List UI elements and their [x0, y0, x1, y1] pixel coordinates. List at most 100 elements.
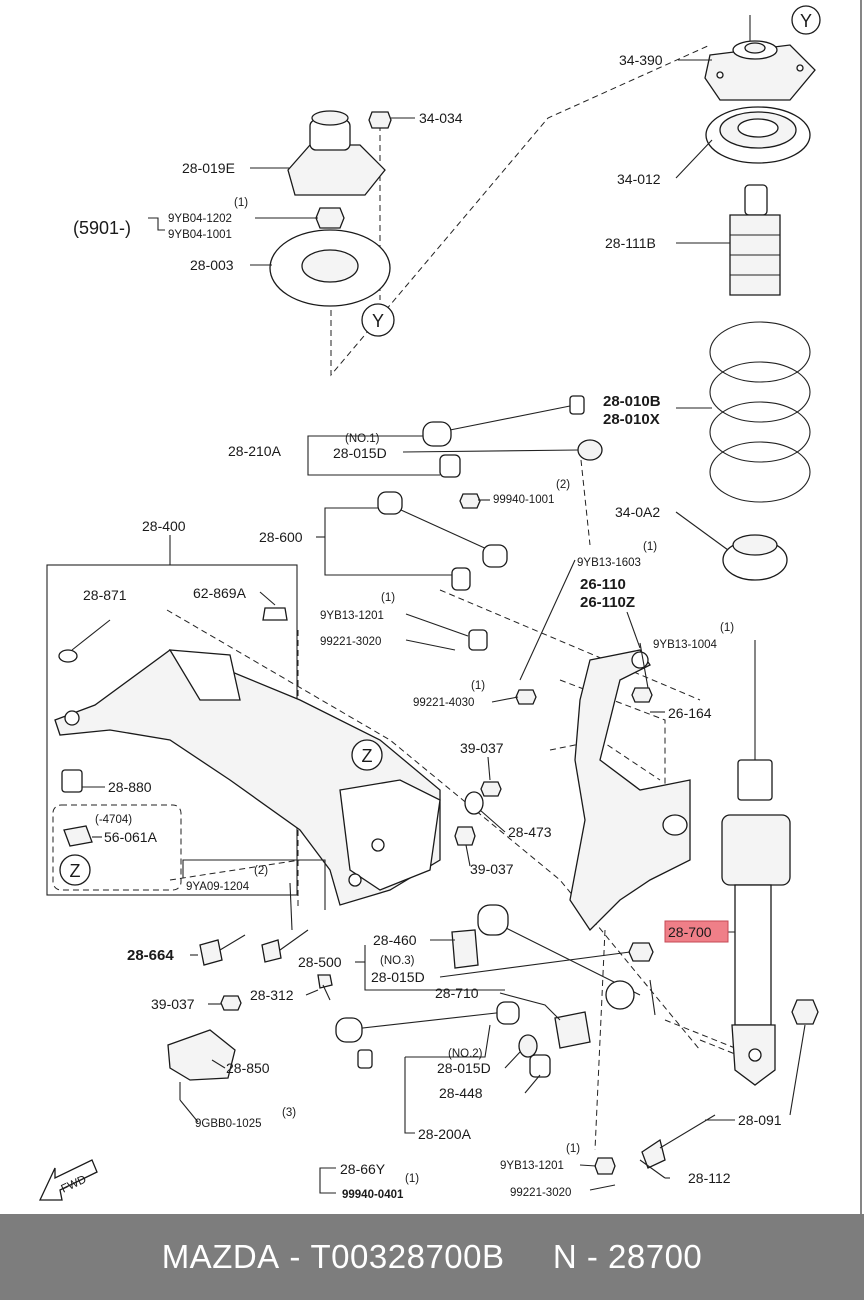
label-99221-3020-b: 99221-3020 — [510, 1187, 571, 1199]
link-28-600 — [377, 491, 508, 591]
label-28-111B: 28-111B — [605, 235, 656, 251]
footer-sep: - — [279, 1238, 311, 1275]
label-28-710: 28-710 — [435, 985, 479, 1001]
footer-bar: MAZDA - T00328700B N - 28700 — [0, 1214, 864, 1300]
plate-28-003 — [269, 229, 391, 307]
label-28-871: 28-871 — [83, 587, 127, 603]
link-28-210A — [422, 395, 603, 509]
marker-y-top: Y — [791, 5, 821, 35]
label-28-850: 28-850 — [226, 1060, 270, 1076]
label-4704: (-4704) — [95, 814, 132, 826]
qty-3-9GBB0: (3) — [282, 1107, 296, 1119]
bolt-28-112 — [641, 1114, 716, 1169]
label-28-015D-a: 28-015D — [333, 445, 387, 461]
label-34-034: 34-034 — [419, 110, 463, 126]
label-5901: (5901-) — [73, 218, 131, 238]
footer-gap — [505, 1238, 553, 1276]
upper-mount-28-019E — [287, 110, 386, 196]
label-28-210A: 28-210A — [228, 443, 282, 459]
label-9YB13-1201-a: 9YB13-1201 — [320, 610, 384, 622]
part-labels: 34-390 34-034 28-019E (1) 9YB04-1202 9YB… — [73, 52, 782, 1201]
label-28-091: 28-091 — [738, 1112, 782, 1128]
label-9YB04-1001: 9YB04-1001 — [168, 229, 232, 241]
crossmember-28-400 — [46, 564, 441, 906]
bushing-box-56-061A — [52, 804, 182, 891]
strut-mount-34-390 — [704, 15, 816, 101]
label-28-112: 28-112 — [688, 1170, 731, 1186]
label-28-500: 28-500 — [298, 954, 342, 970]
label-28-010X: 28-010X — [603, 411, 660, 428]
label-28-003: 28-003 — [190, 257, 234, 273]
qty-1-9YB04: (1) — [234, 197, 248, 209]
label-28-019E: 28-019E — [182, 160, 235, 176]
label-9YB13-1004: 9YB13-1004 — [653, 639, 718, 651]
bolt-9YB13-1201-bottom — [594, 1157, 616, 1175]
label-9YB13-1603: 9YB13-1603 — [577, 557, 641, 569]
label-56-061A: 56-061A — [104, 829, 158, 845]
label-39-037-c: 39-037 — [151, 996, 195, 1012]
qty-2-99940: (2) — [556, 479, 570, 491]
label-34-012: 34-012 — [617, 171, 661, 187]
label-28-010B: 28-010B — [603, 393, 661, 410]
shock-absorber-28-700 — [721, 640, 791, 1086]
bolt-28-664 — [199, 929, 333, 1011]
qty-1-99940-0401: (1) — [405, 1173, 419, 1185]
label-62-869A: 62-869A — [193, 585, 247, 601]
bracket-28-850 — [167, 1029, 236, 1100]
label-no2: (NO.2) — [448, 1048, 483, 1060]
marker-y-top-text: Y — [800, 11, 812, 31]
label-28-448: 28-448 — [439, 1085, 483, 1101]
nut-28-091 — [791, 999, 819, 1025]
label-99940-1001: 99940-1001 — [493, 494, 554, 506]
leader-lines — [71, 59, 806, 1194]
washers-39-037 — [454, 781, 502, 846]
marker-z-box: Z — [59, 854, 91, 886]
label-39-037-b: 39-037 — [470, 861, 514, 877]
label-99221-4030: 99221-4030 — [413, 697, 474, 709]
footer-part-code: T00328700B — [310, 1238, 505, 1275]
nut-9YB04-1202 — [315, 207, 345, 229]
label-99940-0401: 99940-0401 — [342, 1189, 404, 1201]
qty-1-9YB13-1201-b: (1) — [566, 1143, 580, 1155]
label-28-200A: 28-200A — [418, 1126, 472, 1142]
label-28-880: 28-880 — [108, 779, 152, 795]
nut-34-034 — [368, 111, 392, 129]
label-28-66Y: 28-66Y — [340, 1161, 386, 1177]
label-99221-3020-a: 99221-3020 — [320, 636, 381, 648]
highlight-28-700 — [664, 920, 729, 943]
label-28-473: 28-473 — [508, 824, 552, 840]
label-34-0A2: 34-0A2 — [615, 504, 660, 520]
qty-1-9YB13-1603: (1) — [643, 541, 657, 553]
label-28-664: 28-664 — [127, 947, 174, 964]
label-28-312: 28-312 — [250, 987, 294, 1003]
label-no1: (NO.1) — [345, 433, 380, 445]
label-28-400: 28-400 — [142, 518, 186, 534]
marker-z-box-text: Z — [70, 861, 81, 881]
label-9GBB0-1025: 9GBB0-1025 — [195, 1118, 262, 1130]
marker-y-left: Y — [361, 303, 395, 337]
marker-z-main: Z — [351, 739, 383, 771]
marker-y-left-text: Y — [372, 311, 384, 331]
coil-spring-28-010B — [709, 321, 811, 503]
arm-28-200A — [335, 1001, 591, 1078]
knuckle-26-110 — [468, 629, 691, 932]
label-28-015D-b: 28-015D — [371, 969, 425, 985]
label-28-015D-c: 28-015D — [437, 1060, 491, 1076]
qty-2-9YA09: (2) — [254, 865, 268, 877]
footer-brand: MAZDA — [161, 1238, 280, 1275]
label-28-700-highlighted: 28-700 — [668, 924, 712, 940]
exploded-parts-diagram: Y Y Z Z FWD 34-390 34-034 28-019E (1) 9Y… — [38, 0, 862, 1214]
fwd-arrow: FWD — [38, 1159, 98, 1201]
qty-1-99221-4030: (1) — [471, 680, 485, 692]
label-no3: (NO.3) — [380, 955, 415, 967]
qty-1-9YB13-1004: (1) — [720, 622, 734, 634]
label-26-110Z: 26-110Z — [580, 594, 635, 611]
qty-1-9YB13-1201-a: (1) — [381, 592, 395, 604]
label-34-390: 34-390 — [619, 52, 663, 68]
footer-ref: N - 28700 — [552, 1238, 703, 1275]
label-28-460: 28-460 — [373, 932, 417, 948]
label-26-110: 26-110 — [580, 576, 626, 593]
marker-z-main-text: Z — [362, 746, 373, 766]
spring-seat-34-0A2 — [722, 534, 788, 581]
arm-28-500 — [451, 904, 656, 1016]
